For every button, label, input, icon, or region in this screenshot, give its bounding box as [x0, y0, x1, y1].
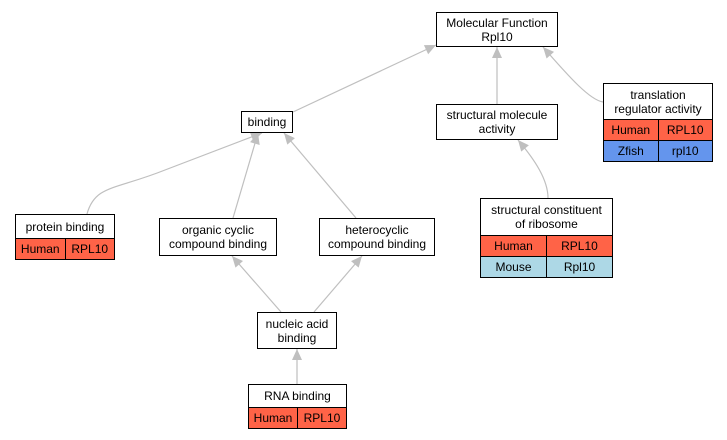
node-title-line: compound binding [327, 237, 427, 251]
node-title: Molecular Function Rpl10 [437, 13, 557, 46]
node-structural-constituent-of-ribosome[interactable]: structural constituent of ribosome Human… [480, 198, 613, 278]
node-nucleic-acid-binding[interactable]: nucleic acid binding [257, 312, 337, 349]
arrowhead [351, 256, 362, 268]
gene-cell[interactable]: RPL10 [297, 408, 346, 428]
edge-organic-cyclic-to-binding [232, 132, 259, 219]
node-title: organic cyclic compound binding [160, 219, 276, 255]
node-title-line: regulator activity [614, 101, 702, 116]
node-binding[interactable]: binding [241, 111, 293, 133]
node-title-line: binding [277, 330, 317, 345]
gene-cell[interactable]: RPL10 [657, 120, 712, 140]
node-title-line: heterocyclic [345, 223, 409, 237]
node-title-line: activity [478, 122, 516, 136]
node-organic-cyclic-compound-binding[interactable]: organic cyclic compound binding [159, 218, 277, 256]
species-cell[interactable]: Human [249, 408, 297, 428]
node-title: structural molecule activity [437, 105, 557, 139]
edge-heterocyclic-to-binding [283, 132, 357, 219]
species-cell[interactable]: Human [16, 239, 65, 259]
arrowhead [250, 133, 260, 145]
node-title: translation regulator activity [604, 84, 712, 119]
arrowhead [518, 140, 529, 152]
node-title-line: organic cyclic [181, 223, 254, 237]
gene-cell[interactable]: Rpl10 [546, 257, 612, 277]
node-structural-molecule-activity[interactable]: structural molecule activity [436, 104, 558, 140]
node-title: binding [247, 115, 287, 129]
gene-cell[interactable]: RPL10 [64, 239, 114, 259]
node-title: structural constituent of ribosome [481, 199, 612, 235]
annotation-row-human: Human RPL10 [249, 407, 346, 428]
node-title: protein binding [25, 219, 105, 234]
node-title: nucleic acid binding [258, 313, 336, 348]
species-cell[interactable]: Mouse [481, 257, 546, 277]
node-title: heterocyclic compound binding [320, 219, 434, 255]
species-cell[interactable]: Human [604, 120, 658, 140]
annotation-row-zfish: Zfish rpl10 [604, 140, 712, 161]
node-title-line: structural molecule [446, 108, 548, 122]
edge-protein-binding-to-binding [86, 132, 263, 215]
arrowhead [232, 256, 244, 268]
annotation-row-human: Human RPL10 [481, 235, 612, 256]
arrowhead [292, 349, 302, 360]
arrowhead [284, 133, 295, 145]
edge-translation-regulator-activity-to-molecular-function [542, 46, 604, 103]
edge-nucleic-acid-to-organic-cyclic [231, 255, 282, 313]
node-title-line: compound binding [168, 237, 268, 251]
gene-cell[interactable]: rpl10 [657, 141, 712, 161]
edge-binding-to-molecular-function [292, 44, 437, 113]
arrowhead [492, 47, 502, 58]
annotation-row-human: Human RPL10 [604, 119, 712, 140]
edge-nucleic-acid-to-heterocyclic [313, 255, 363, 313]
node-title-line: Molecular Function [446, 15, 548, 30]
species-cell[interactable]: Human [481, 236, 546, 256]
arrowhead [423, 45, 436, 55]
node-title-line: translation [630, 87, 686, 102]
node-rna-binding[interactable]: RNA binding Human RPL10 [248, 384, 347, 429]
node-heterocyclic-compound-binding[interactable]: heterocyclic compound binding [319, 218, 435, 256]
node-title-line: nucleic acid [265, 316, 329, 331]
node-title-line: Rpl10 [481, 29, 513, 44]
gene-cell[interactable]: RPL10 [546, 236, 612, 256]
node-molecular-function[interactable]: Molecular Function Rpl10 [436, 12, 558, 47]
node-protein-binding[interactable]: protein binding Human RPL10 [15, 214, 115, 260]
annotation-row-mouse: Mouse Rpl10 [481, 256, 612, 277]
node-title: RNA binding [264, 389, 331, 403]
arrowhead [543, 47, 555, 59]
node-title-line: structural constituent [491, 203, 602, 217]
species-cell[interactable]: Zfish [604, 141, 658, 161]
annotation-row-human: Human RPL10 [16, 238, 114, 259]
node-translation-regulator-activity[interactable]: translation regulator activity Human RPL… [603, 83, 713, 162]
node-title-line: of ribosome [515, 217, 578, 231]
